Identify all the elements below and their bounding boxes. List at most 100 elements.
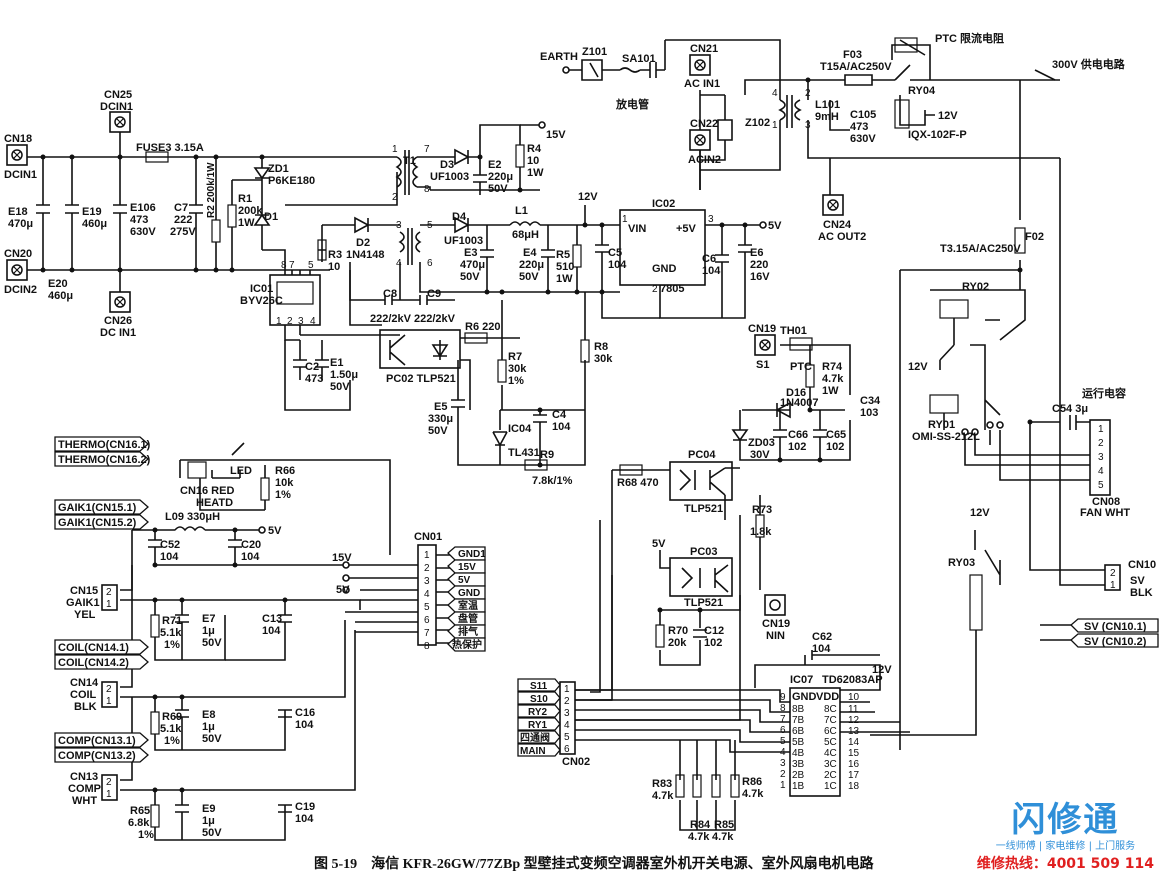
ic01 [269, 270, 400, 411]
svg-text:GAIK1(CN15.1): GAIK1(CN15.1) [58, 502, 137, 514]
svg-text:D1: D1 [264, 211, 278, 223]
svg-text:10: 10 [328, 261, 340, 273]
dc-input-section [17, 130, 398, 292]
svg-text:1: 1 [564, 684, 570, 695]
ic07 [575, 650, 910, 831]
svg-text:E106: E106 [130, 202, 156, 214]
svg-text:PC03: PC03 [690, 546, 718, 558]
svg-text:GAIK1(CN15.2): GAIK1(CN15.2) [58, 517, 137, 529]
svg-text:RY2: RY2 [528, 707, 548, 718]
svg-text:2: 2 [392, 192, 398, 203]
svg-text:5V: 5V [458, 575, 471, 586]
svg-text:68μH: 68μH [512, 229, 539, 241]
label-cn25: CN25 [104, 89, 132, 101]
svg-text:16V: 16V [750, 271, 770, 283]
label-cn16: CN16 RED [180, 485, 234, 497]
svg-text:C13: C13 [262, 613, 282, 625]
svg-text:10: 10 [527, 155, 539, 167]
label-wht: WHT [72, 795, 97, 807]
svg-text:TL431: TL431 [508, 447, 540, 459]
svg-text:5V: 5V [336, 584, 350, 596]
svg-text:460μ: 460μ [48, 290, 73, 302]
svg-text:9: 9 [780, 692, 786, 703]
misc-pin-numbers: 1 2 3 4 5 2 1 2 1 2 1 2 1 1 2 7 8 3 4 5 … [106, 88, 1116, 800]
svg-text:3: 3 [805, 120, 811, 131]
terminal-cn19-s1 [754, 334, 776, 356]
label-cn08: CN08 [1092, 496, 1120, 508]
flag-arrows-cn01 [447, 546, 486, 652]
svg-text:104: 104 [262, 625, 281, 637]
svg-text:2C: 2C [824, 770, 837, 781]
svg-text:3: 3 [708, 214, 714, 225]
svg-text:IC04: IC04 [508, 423, 532, 435]
svg-text:50V: 50V [428, 425, 448, 437]
junction-dots [40, 77, 1033, 793]
svg-text:RY04: RY04 [908, 85, 936, 97]
svg-text:4.7k: 4.7k [688, 831, 710, 843]
svg-text:R69: R69 [162, 711, 182, 723]
svg-text:12: 12 [848, 715, 860, 726]
svg-text:E3: E3 [464, 247, 477, 259]
svg-text:VIN: VIN [628, 223, 646, 235]
label-coil: COIL [70, 689, 97, 701]
svg-text:1%: 1% [275, 489, 291, 501]
svg-text:P6KE180: P6KE180 [268, 175, 315, 187]
svg-text:C16: C16 [295, 707, 315, 719]
cn02-box [559, 520, 612, 755]
labels-components: FUSE3 3.15A E18 470μ E19 460μ E20 460μ E… [8, 31, 1147, 843]
svg-text:RY02: RY02 [962, 281, 989, 293]
svg-text:R8: R8 [594, 341, 608, 353]
terminal-cn22 [689, 129, 711, 151]
svg-text:C9: C9 [427, 288, 441, 300]
svg-text:E8: E8 [202, 709, 215, 721]
svg-text:R86: R86 [742, 776, 762, 788]
svg-text:RY1: RY1 [528, 720, 548, 731]
svg-text:7: 7 [780, 714, 786, 725]
svg-text:7C: 7C [824, 715, 837, 726]
svg-text:COMP(CN13.2): COMP(CN13.2) [58, 750, 136, 762]
svg-text:3C: 3C [824, 759, 837, 770]
cn02-pin-texts: S11 S10 RY2 RY1 四通阀 MAIN 1 2 3 4 5 6 [520, 681, 570, 757]
fan-drive-section [575, 337, 851, 721]
svg-text:4C: 4C [824, 748, 837, 759]
label-acin2: ACIN2 [688, 154, 721, 166]
terminal-cn18 [6, 144, 28, 166]
svg-text:5: 5 [1098, 480, 1104, 491]
svg-text:6: 6 [780, 725, 786, 736]
svg-text:7: 7 [424, 628, 430, 639]
svg-text:F02: F02 [1025, 231, 1044, 243]
svg-text:IC07: IC07 [790, 674, 813, 686]
flag-arrows-left [54, 436, 149, 763]
svg-text:15V: 15V [546, 129, 566, 141]
svg-text:C105: C105 [850, 109, 876, 121]
svg-text:R5: R5 [556, 249, 570, 261]
svg-text:UF1003: UF1003 [430, 171, 469, 183]
ic02 [601, 209, 767, 319]
flag-arrows-sv [1070, 618, 1159, 648]
svg-text:8B: 8B [792, 704, 805, 715]
svg-text:4.7k: 4.7k [742, 788, 764, 800]
svg-text:5: 5 [424, 602, 430, 613]
svg-text:2: 2 [1098, 438, 1104, 449]
svg-text:220: 220 [750, 259, 768, 271]
svg-text:6: 6 [564, 744, 570, 755]
svg-text:220μ: 220μ [488, 171, 513, 183]
cn01-pin-texts: GND1 15V 5V GND 室温 盘管 排气 热保护 1 2 3 4 5 6… [424, 549, 486, 652]
label-cn01: CN01 [414, 531, 442, 543]
node-5v-c [258, 526, 266, 534]
svg-text:1W: 1W [238, 217, 255, 229]
svg-text:5: 5 [564, 732, 570, 743]
svg-text:4.7k: 4.7k [822, 373, 844, 385]
svg-text:R84: R84 [690, 819, 711, 831]
svg-text:2: 2 [1110, 568, 1116, 579]
svg-text:GND: GND [652, 263, 677, 275]
svg-text:R4: R4 [527, 143, 542, 155]
svg-text:4: 4 [1098, 466, 1104, 477]
cn14-box [101, 681, 118, 708]
svg-text:RY03: RY03 [948, 557, 975, 569]
svg-text:50V: 50V [202, 733, 222, 745]
svg-text:50V: 50V [460, 271, 480, 283]
svg-text:470μ: 470μ [460, 259, 485, 271]
svg-text:C66: C66 [788, 429, 808, 441]
svg-text:1: 1 [1110, 580, 1116, 591]
